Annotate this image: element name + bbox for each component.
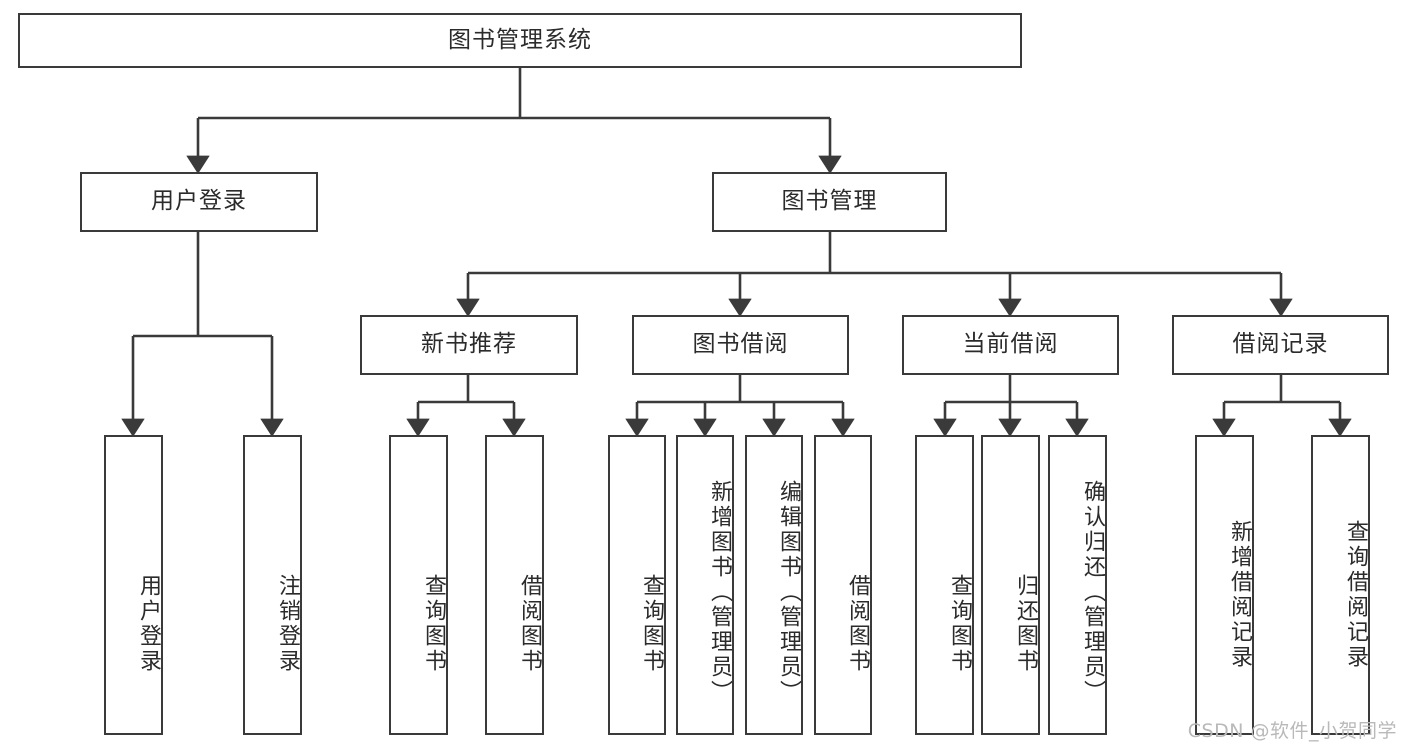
node-user-login[interactable]: 用户登录 <box>80 172 318 232</box>
leaf-current-query-book[interactable]: 查询图书 <box>915 435 974 735</box>
node-label: 借阅记录 <box>1232 331 1329 358</box>
node-label: 注销登录 <box>275 574 300 674</box>
node-label: 借阅图书 <box>517 574 542 674</box>
leaf-borrow-add-book-admin[interactable]: 新增图书（管理员） <box>676 435 734 735</box>
leaf-user-login-login[interactable]: 用户登录 <box>104 435 163 735</box>
csdn-watermark: CSDN @软件_小贺同学 <box>1187 720 1397 742</box>
node-label: 查询借阅记录 <box>1343 520 1368 670</box>
node-label: 查询图书 <box>421 574 446 674</box>
leaf-current-confirm-return-admin[interactable]: 确认归还（管理员） <box>1048 435 1107 735</box>
leaf-user-login-logout[interactable]: 注销登录 <box>243 435 302 735</box>
node-root-system[interactable]: 图书管理系统 <box>18 13 1022 68</box>
node-label: 查询图书 <box>947 574 972 674</box>
node-borrow-record[interactable]: 借阅记录 <box>1172 315 1389 375</box>
leaf-borrow-borrow-book[interactable]: 借阅图书 <box>814 435 872 735</box>
node-new-book-recommend[interactable]: 新书推荐 <box>360 315 578 375</box>
node-book-management[interactable]: 图书管理 <box>712 172 947 232</box>
node-label: 新增图书（管理员） <box>707 479 732 705</box>
leaf-borrow-edit-book-admin[interactable]: 编辑图书（管理员） <box>745 435 803 735</box>
node-label: 图书借阅 <box>692 331 789 358</box>
leaf-record-query-record[interactable]: 查询借阅记录 <box>1311 435 1370 735</box>
node-label: 查询图书 <box>639 574 664 674</box>
leaf-record-add-record[interactable]: 新增借阅记录 <box>1195 435 1254 735</box>
node-label: 用户登录 <box>136 574 161 674</box>
node-label: 新增借阅记录 <box>1227 520 1252 670</box>
node-label: 归还图书 <box>1013 574 1038 674</box>
leaf-recommend-borrow-book[interactable]: 借阅图书 <box>485 435 544 735</box>
node-label: 新书推荐 <box>421 331 517 358</box>
node-label: 当前借阅 <box>962 331 1059 358</box>
node-label: 借阅图书 <box>845 574 870 674</box>
node-label: 用户登录 <box>151 188 247 215</box>
node-label: 图书管理系统 <box>448 26 592 53</box>
node-current-borrow[interactable]: 当前借阅 <box>902 315 1119 375</box>
leaf-recommend-query-book[interactable]: 查询图书 <box>389 435 448 735</box>
node-label: 编辑图书（管理员） <box>776 479 801 705</box>
node-label: 图书管理 <box>781 188 878 215</box>
leaf-current-return-book[interactable]: 归还图书 <box>981 435 1040 735</box>
node-label: 确认归还（管理员） <box>1080 479 1105 705</box>
node-book-borrow[interactable]: 图书借阅 <box>632 315 849 375</box>
leaf-borrow-query-book[interactable]: 查询图书 <box>608 435 666 735</box>
